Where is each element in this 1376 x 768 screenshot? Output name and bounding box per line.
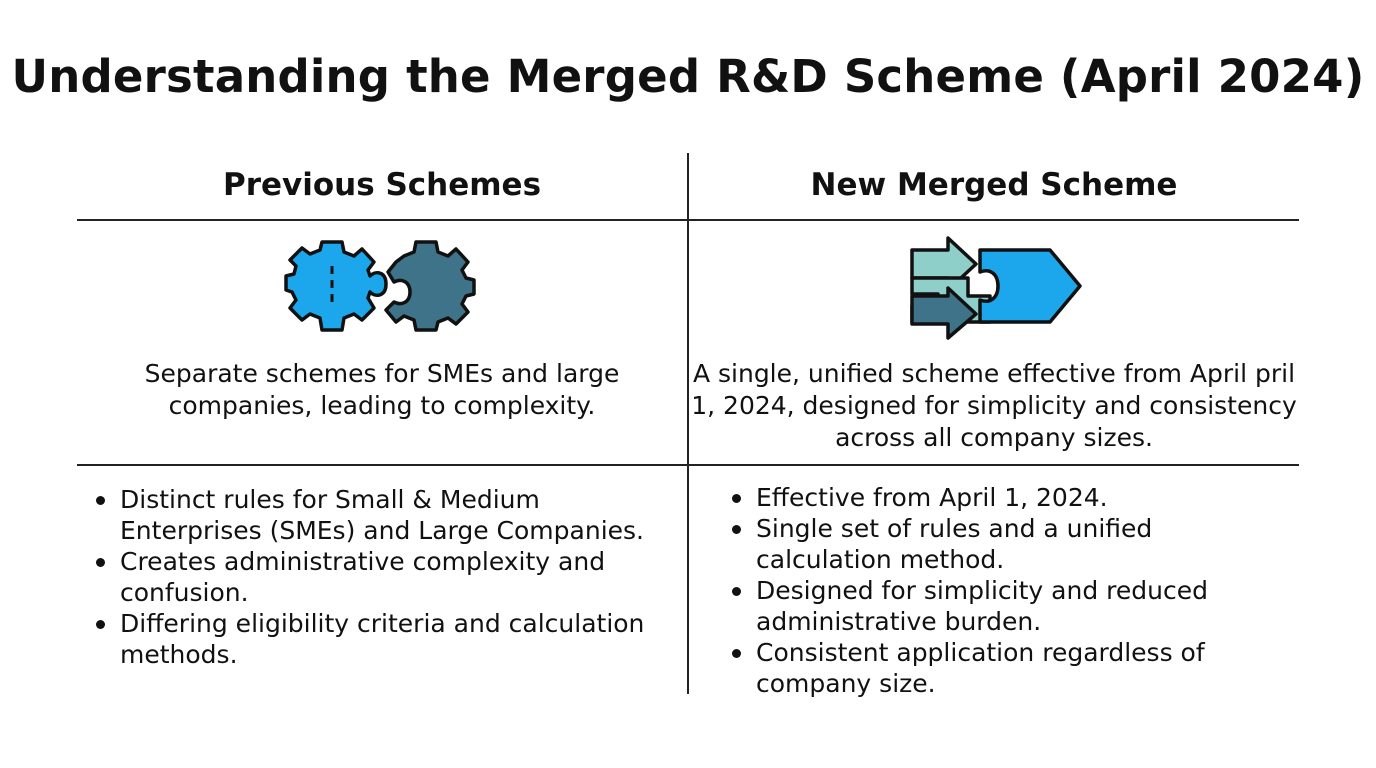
list-item: Single set of rules and a unified calcul… [730, 513, 1290, 575]
new-scheme-summary: A single, unified scheme effective from … [691, 359, 1297, 452]
list-item: Distinct rules for Small & Medium Enterp… [94, 484, 664, 546]
previous-schemes-summary: Separate schemes for SMEs and large comp… [144, 359, 620, 420]
merging-arrows-icon [910, 236, 1082, 340]
column-divider [687, 153, 689, 694]
list-item: Effective from April 1, 2024. [730, 482, 1290, 513]
summary-divider [77, 464, 1299, 466]
list-item: Differing eligibility criteria and calcu… [94, 608, 664, 670]
separate-puzzle-pieces-icon [284, 240, 476, 332]
list-item: Consistent application regardless of com… [730, 637, 1290, 699]
header-divider [77, 219, 1299, 221]
previous-schemes-list: Distinct rules for Small & Medium Enterp… [94, 484, 664, 670]
list-item: Designed for simplicity and reduced admi… [730, 575, 1290, 637]
new-scheme-list: Effective from April 1, 2024. Single set… [730, 482, 1290, 699]
page-title: Understanding the Merged R&D Scheme (Apr… [11, 50, 1365, 103]
new-scheme-heading: New Merged Scheme [810, 167, 1178, 203]
list-item: Creates administrative complexity and co… [94, 546, 664, 608]
previous-schemes-heading: Previous Schemes [222, 167, 542, 203]
